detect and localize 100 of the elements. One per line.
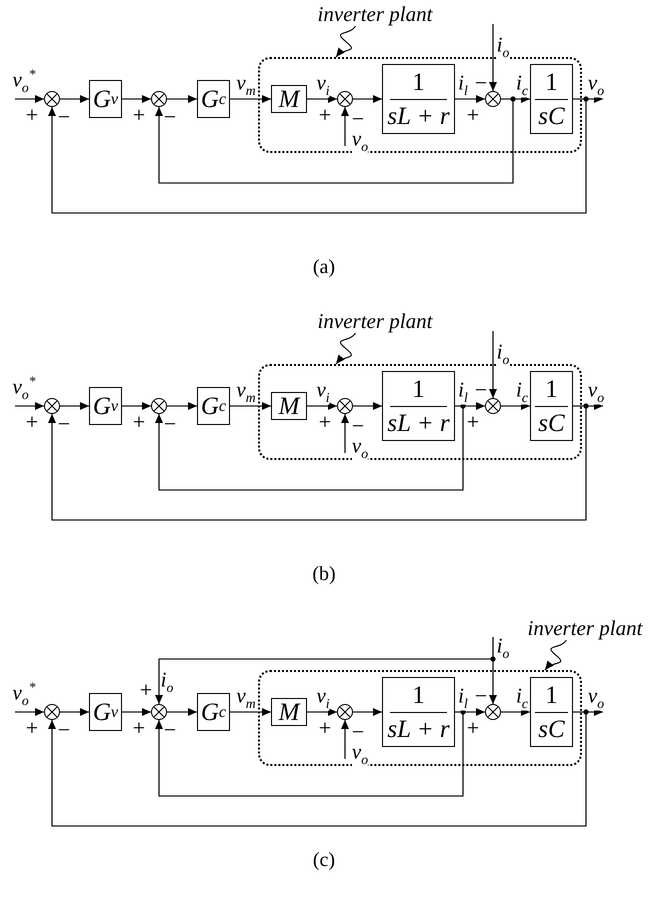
signal-arrow bbox=[60, 708, 89, 716]
denominator-text: sL + r bbox=[387, 410, 450, 436]
signal-arrow bbox=[341, 720, 349, 759]
sign-label: + bbox=[318, 104, 332, 126]
transfer-function-block bbox=[382, 677, 455, 747]
signal-arrow bbox=[48, 405, 587, 521]
signal-arrow bbox=[15, 95, 44, 103]
signal-arrow bbox=[155, 637, 494, 704]
summing-junction bbox=[44, 91, 60, 107]
sign-label: + bbox=[318, 411, 332, 433]
sign-label: − bbox=[58, 106, 70, 128]
signal-label: i$_{o}$ bbox=[496, 34, 510, 60]
signal-label: i$_{c}$ bbox=[516, 72, 528, 98]
summing-junction bbox=[44, 704, 60, 720]
signal-arrow bbox=[230, 402, 271, 410]
signal-arrow bbox=[48, 711, 587, 827]
sign-label: + bbox=[466, 104, 480, 126]
signal-arrow bbox=[155, 98, 514, 184]
signal-arrow bbox=[122, 708, 151, 716]
signal-arrow bbox=[307, 708, 337, 716]
sign-label: − bbox=[58, 413, 70, 435]
signal-arrow bbox=[353, 402, 382, 410]
signal-arrow bbox=[353, 95, 382, 103]
signal-arrow bbox=[489, 331, 497, 398]
signal-arrow bbox=[341, 107, 349, 146]
signal-arrow bbox=[15, 708, 44, 716]
numerator-text: 1 bbox=[545, 682, 558, 708]
signal-arrow bbox=[15, 402, 44, 410]
summing-junction bbox=[485, 91, 501, 107]
signal-label: i$_{o}$ bbox=[160, 670, 174, 694]
leader-line bbox=[544, 640, 567, 670]
summing-junction bbox=[151, 91, 167, 107]
sign-label: − bbox=[474, 72, 488, 94]
numerator-text: 1 bbox=[412, 682, 425, 708]
transfer-function-block bbox=[530, 64, 573, 134]
dashed-group-box bbox=[258, 364, 582, 460]
signal-arrow bbox=[48, 98, 587, 214]
signal-arrow bbox=[501, 402, 530, 410]
signal-arrow bbox=[307, 402, 337, 410]
signal-label: i$_{c}$ bbox=[516, 380, 528, 404]
signal-arrow bbox=[230, 95, 271, 103]
transfer-function-block: M bbox=[271, 85, 307, 113]
transfer-function-block bbox=[382, 64, 455, 134]
sign-label: − bbox=[58, 719, 70, 741]
leader-line bbox=[336, 332, 356, 364]
summing-junction bbox=[337, 398, 353, 414]
sign-label: − bbox=[352, 415, 364, 437]
signal-label: i$_{o}$ bbox=[496, 636, 510, 660]
signal-arrow bbox=[455, 95, 485, 103]
sign-label: − bbox=[164, 106, 176, 128]
leader-line bbox=[336, 26, 356, 58]
sign-label: + bbox=[132, 717, 146, 739]
sign-label: − bbox=[352, 721, 364, 743]
denominator-text: sL + r bbox=[387, 104, 450, 128]
signal-arrow bbox=[307, 95, 337, 103]
signal-arrow bbox=[60, 95, 89, 103]
sign-label: − bbox=[164, 413, 176, 435]
signal-label: i$_{l}$ bbox=[458, 72, 468, 98]
panel-caption: (b) bbox=[312, 564, 336, 584]
signal-arrow bbox=[122, 95, 151, 103]
signal-arrow bbox=[230, 708, 271, 716]
denominator-text: sC bbox=[538, 716, 565, 742]
transfer-function-block: M bbox=[271, 392, 307, 420]
sign-label: − bbox=[474, 685, 488, 707]
numerator-text: 1 bbox=[545, 70, 558, 94]
numerator-text: 1 bbox=[412, 70, 425, 94]
sign-label: + bbox=[466, 717, 480, 739]
summing-junction bbox=[485, 704, 501, 720]
signal-label: i$_{l}$ bbox=[458, 686, 468, 710]
transfer-function-block bbox=[530, 371, 573, 441]
signal-label: i$_{l}$ bbox=[458, 380, 468, 404]
denominator-text: sC bbox=[538, 410, 565, 436]
transfer-function-block: M bbox=[271, 698, 307, 726]
signal-arrow bbox=[167, 708, 197, 716]
panel-caption: (c) bbox=[312, 850, 336, 870]
sign-label: − bbox=[164, 719, 176, 741]
signal-arrow bbox=[167, 402, 197, 410]
sign-label: + bbox=[26, 104, 38, 126]
sign-label: + bbox=[132, 411, 146, 433]
transfer-function-block bbox=[530, 677, 573, 747]
sign-label: − bbox=[474, 379, 488, 401]
summing-junction bbox=[151, 704, 167, 720]
signal-arrow bbox=[353, 708, 382, 716]
signal-arrow bbox=[60, 402, 89, 410]
sign-label: + bbox=[26, 411, 38, 433]
sign-label: + bbox=[140, 679, 152, 701]
sign-label: − bbox=[352, 108, 364, 130]
panel-caption: (a) bbox=[312, 257, 336, 277]
denominator-text: sC bbox=[538, 104, 565, 128]
signal-arrow bbox=[489, 24, 497, 91]
summing-junction bbox=[485, 398, 501, 414]
signal-arrow bbox=[501, 708, 530, 716]
sign-label: + bbox=[26, 717, 38, 739]
numerator-text: 1 bbox=[545, 376, 558, 402]
summing-junction bbox=[44, 398, 60, 414]
transfer-function-block bbox=[382, 371, 455, 441]
summing-junction bbox=[337, 91, 353, 107]
denominator-text: sL + r bbox=[387, 716, 450, 742]
dashed-group-box bbox=[258, 57, 582, 153]
summing-junction bbox=[151, 398, 167, 414]
